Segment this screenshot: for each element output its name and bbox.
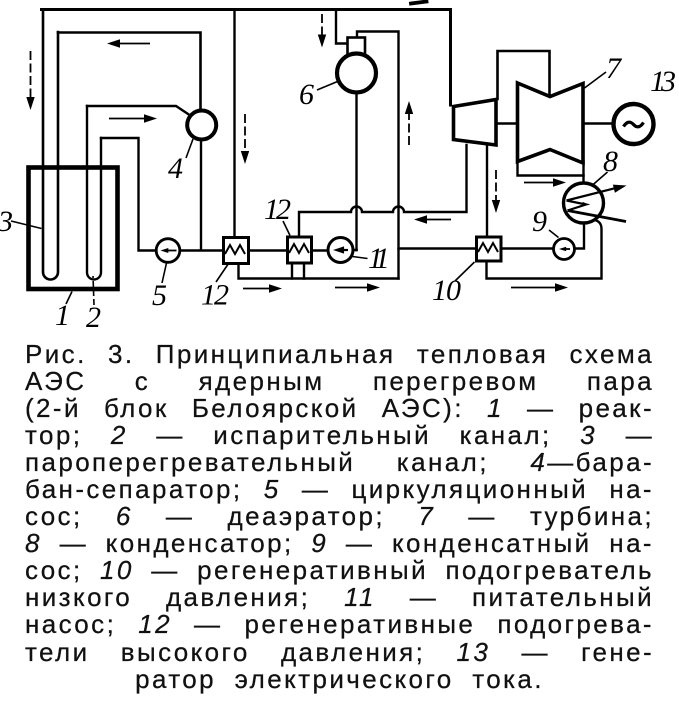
svg-text:10: 10 xyxy=(432,274,461,307)
svg-text:5: 5 xyxy=(152,279,167,312)
svg-text:7: 7 xyxy=(606,52,623,85)
svg-text:1: 1 xyxy=(55,299,70,332)
svg-text:9: 9 xyxy=(532,205,547,238)
svg-text:2: 2 xyxy=(86,301,101,334)
svg-text:12: 12 xyxy=(264,193,291,226)
svg-text:13: 13 xyxy=(650,65,675,98)
svg-text:4: 4 xyxy=(168,152,183,185)
svg-text:8: 8 xyxy=(603,145,618,178)
svg-text:6: 6 xyxy=(299,78,314,111)
svg-text:11: 11 xyxy=(368,242,387,275)
svg-text:3: 3 xyxy=(0,205,13,238)
svg-text:12: 12 xyxy=(201,279,229,312)
